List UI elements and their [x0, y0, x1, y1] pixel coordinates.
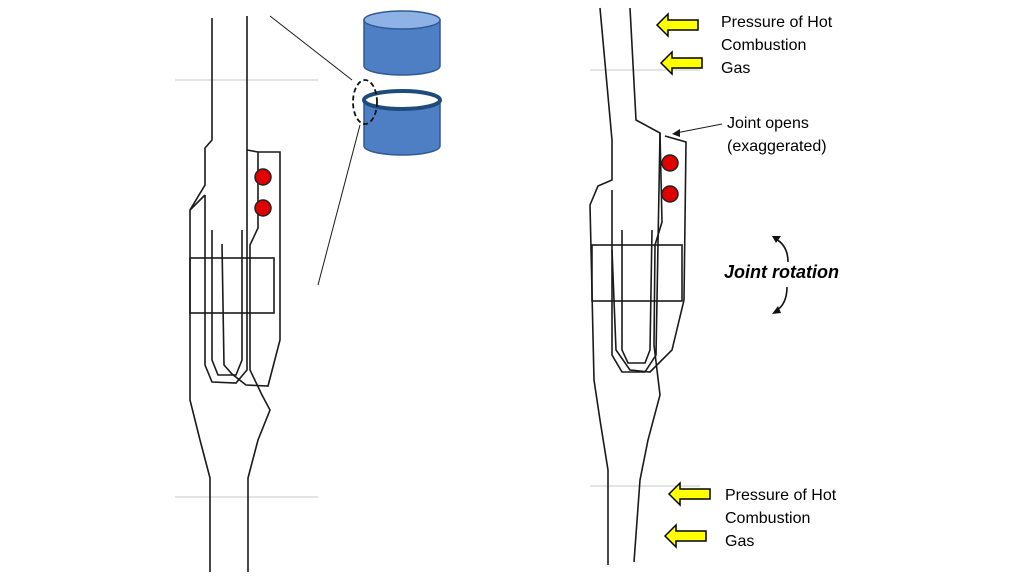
arrow-left-icon [659, 50, 703, 76]
cylinder-top-face [363, 10, 441, 30]
arrow-left-icon [663, 523, 707, 549]
cylinder-top-body [363, 19, 441, 76]
label-pressure-top: Pressure of Hot Combustion Gas [721, 14, 833, 77]
right-outer-wall [589, 7, 613, 565]
left-leader-bottom [317, 124, 361, 286]
pressure-arrows-top [655, 12, 703, 76]
rotation-arrow-upper [775, 238, 789, 263]
left-clevis-inner [189, 194, 206, 211]
arrow-left-icon [655, 12, 699, 38]
left-tang [204, 150, 248, 384]
cylinder-bottom-body [363, 99, 441, 156]
detail-dashed-ellipse [352, 79, 378, 125]
label-joint-opens: Joint opens (exaggerated) [727, 115, 827, 155]
cylinder-detail [352, 10, 442, 156]
right-tang [611, 132, 661, 373]
left-o-ring-lower [254, 199, 272, 217]
right-pin-rect [591, 244, 683, 302]
left-tang-inner [211, 230, 243, 376]
right-o-ring-lower [661, 185, 679, 203]
rotation-arrow-lower-head [772, 306, 781, 314]
right-joint-drawing [589, 7, 723, 565]
joint-opens-leader-head [672, 129, 680, 137]
right-clevis-outer [611, 135, 687, 373]
right-tang-inner [621, 229, 653, 364]
left-joint-drawing [175, 15, 361, 572]
left-pin-rect [189, 257, 275, 314]
pressure-arrows-bottom [663, 481, 711, 549]
right-o-ring-upper [661, 154, 679, 172]
left-inner-wall [246, 16, 271, 572]
left-clevis-outer [221, 151, 281, 387]
right-inner-wall [629, 7, 663, 563]
left-outer-wall [189, 18, 213, 572]
arrow-left-icon [667, 481, 711, 507]
label-joint-rotation: Joint rotation [724, 262, 839, 282]
label-pressure-bottom: Pressure of Hot Combustion Gas [725, 487, 837, 550]
rotation-arrow-upper-head [772, 236, 781, 243]
curved-arrows-icon [772, 236, 789, 314]
left-o-ring-upper [254, 168, 272, 186]
left-leader-top [269, 15, 353, 81]
cylinder-bottom-rim [362, 89, 442, 111]
joint-opens-leader [675, 123, 723, 134]
